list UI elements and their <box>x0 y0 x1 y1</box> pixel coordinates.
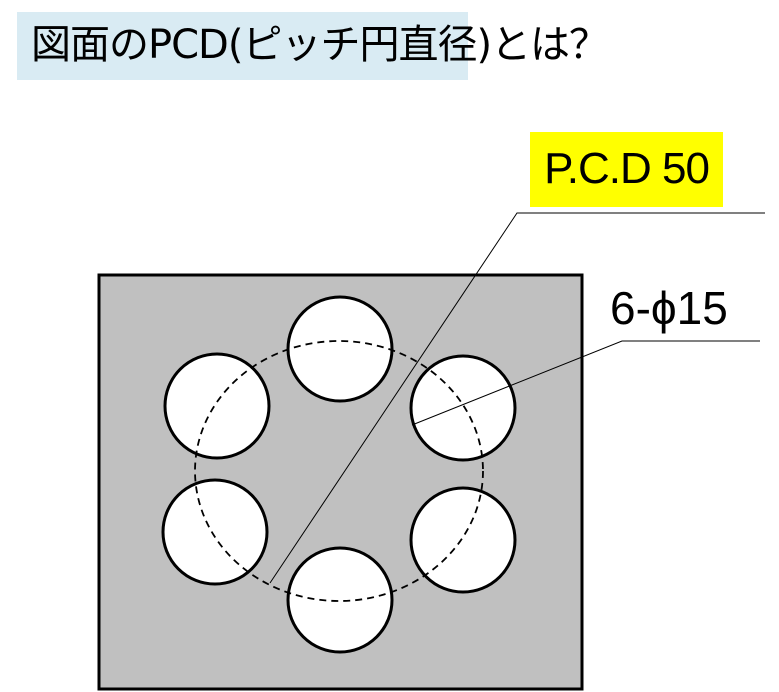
pcd-label: P.C.D 50 <box>544 144 710 193</box>
hole-lower-right <box>409 486 517 594</box>
title-banner: 図面のPCD(ピッチ円直径)とは？ <box>17 12 609 80</box>
pitch-circle <box>194 340 484 602</box>
hole-upper-right <box>409 354 517 462</box>
pcd-leader-line <box>269 212 765 584</box>
hole-lower-left <box>161 478 269 586</box>
hole-spec-label: 6-ϕ15 <box>610 282 728 334</box>
pcd-label-box: P.C.D 50 <box>530 132 723 207</box>
hole-top <box>286 295 394 403</box>
page-title: 図面のPCD(ピッチ円直径)とは？ <box>31 22 609 68</box>
hole-leader-line <box>411 340 760 426</box>
hole-upper-left <box>163 352 271 460</box>
hole-bottom <box>286 546 394 654</box>
